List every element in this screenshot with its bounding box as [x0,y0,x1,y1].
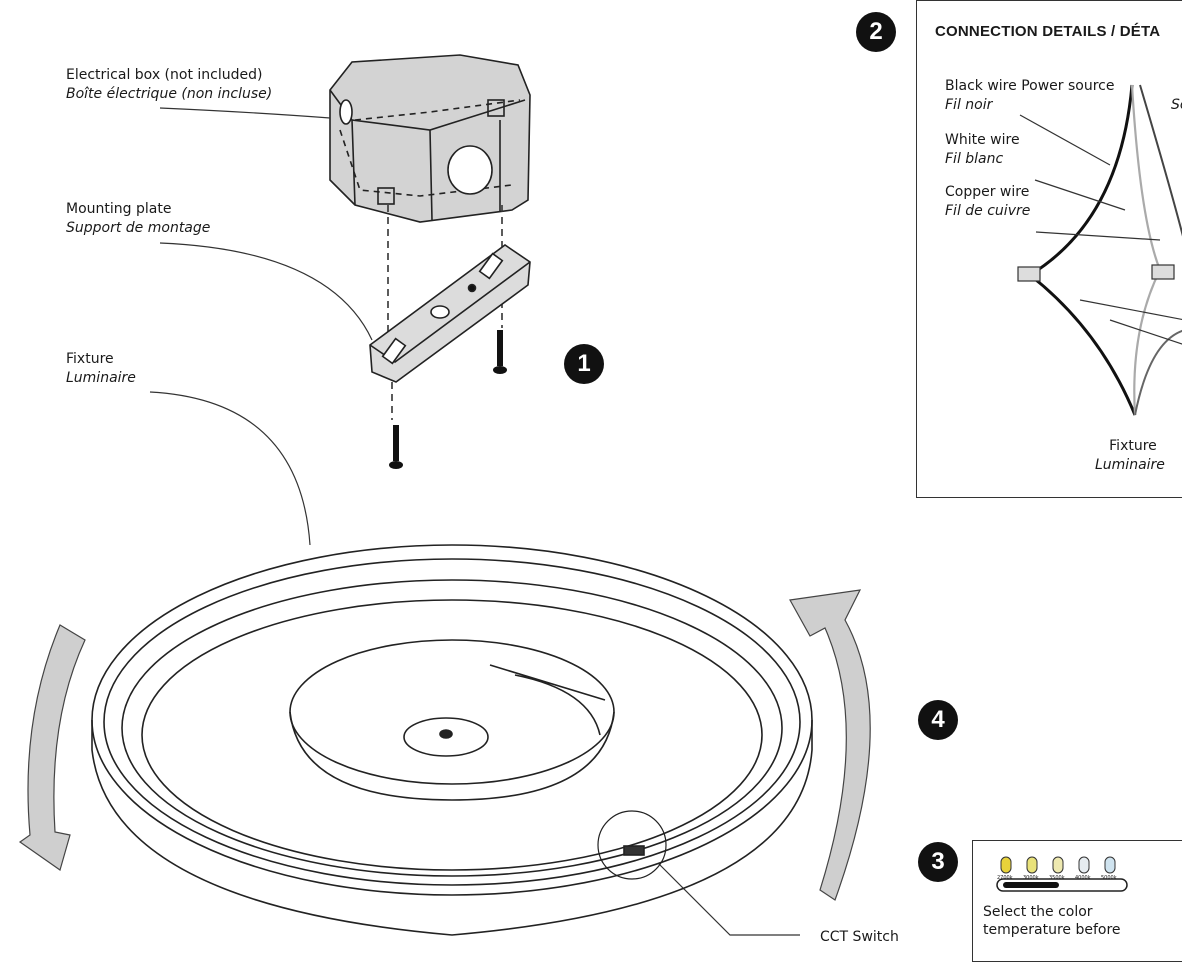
step-1-badge: 1 [564,344,604,384]
copper-wire-label-en: Copper wire [945,184,1030,200]
cct-leds [996,856,1128,892]
black-wire-label-fr: Fil noir [945,97,993,113]
wiring-leaders [1019,114,1182,345]
power-source-fr-text: So [1171,97,1182,113]
cct-led-indicator [1052,856,1064,874]
fixture-drawing [91,544,813,936]
fixture-label-fr: Luminaire [66,370,136,386]
fixture-label-en: Fixture [66,351,114,367]
cct-instruction-line2: temperature before [983,922,1121,938]
cct-led-indicator [1026,856,1038,874]
cct-temp-5000: 5000k [1101,875,1117,881]
white-wire-label: White wire Fil blanc [945,131,1020,169]
panel-fixture-label-fr: Luminaire [1095,457,1165,473]
cct-instruction-line1: Select the color [983,904,1093,920]
electrical-box-drawing [329,54,531,223]
mounting-plate-label: Mounting plate Support de montage [66,200,210,238]
panel-fixture-label-en: Fixture [1109,438,1157,454]
electrical-box-label: Electrical box (not included) Boîte élec… [66,66,272,104]
connection-details-panel: CONNECTION DETAILS / DÉTA Black wire Pow… [916,0,1182,498]
panel-fixture-label: Fixture Luminaire [1095,437,1165,475]
step-3-badge: 3 [918,842,958,882]
cct-panel: 2700k 3000k 3500k 4000k 5000k Select the… [972,840,1182,962]
connection-details-title: CONNECTION DETAILS / DÉTA [935,23,1161,40]
cct-led-row [1000,856,1116,874]
cct-instruction: Select the color temperature before [983,903,1121,939]
black-wire-label-en: Black wire [945,78,1017,94]
cct-temp-4000: 4000k [1075,875,1091,881]
cct-led-indicator [1104,856,1116,874]
screws [389,330,507,469]
white-wire-label-en: White wire [945,132,1020,148]
electrical-box-label-en: Electrical box (not included) [66,67,263,83]
cct-temp-3500: 3500k [1049,875,1065,881]
cct-slider-fill [1003,882,1059,888]
mounting-plate-drawing [369,244,531,383]
mounting-plate-label-en: Mounting plate [66,201,172,217]
cct-switch-label: CCT Switch [820,929,899,945]
fixture-label: Fixture Luminaire [66,350,136,388]
white-wire-label-fr: Fil blanc [945,151,1004,167]
black-wire-label: Black wire Power source Fil noir [945,77,1114,115]
power-source-label-fr: So [1171,96,1182,115]
mounting-plate-label-fr: Support de montage [66,220,211,236]
copper-wire-label-fr: Fil de cuivre [945,203,1031,219]
power-source-label-en: Power source [1021,78,1115,94]
cct-led-indicator [1078,856,1090,874]
electrical-box-label-fr: Boîte électrique (non incluse) [66,86,273,102]
cct-temp-2700: 2700k [997,875,1013,881]
cct-led-indicator [1000,856,1012,874]
copper-wire-label: Copper wire Fil de cuivre [945,183,1030,221]
cct-temp-3000: 3000k [1023,875,1039,881]
step-4-badge: 4 [918,700,958,740]
wiring-drawing [1017,84,1182,416]
rotation-arrows [18,589,871,901]
step-2-badge: 2 [856,12,896,52]
leader-lines [149,107,800,936]
